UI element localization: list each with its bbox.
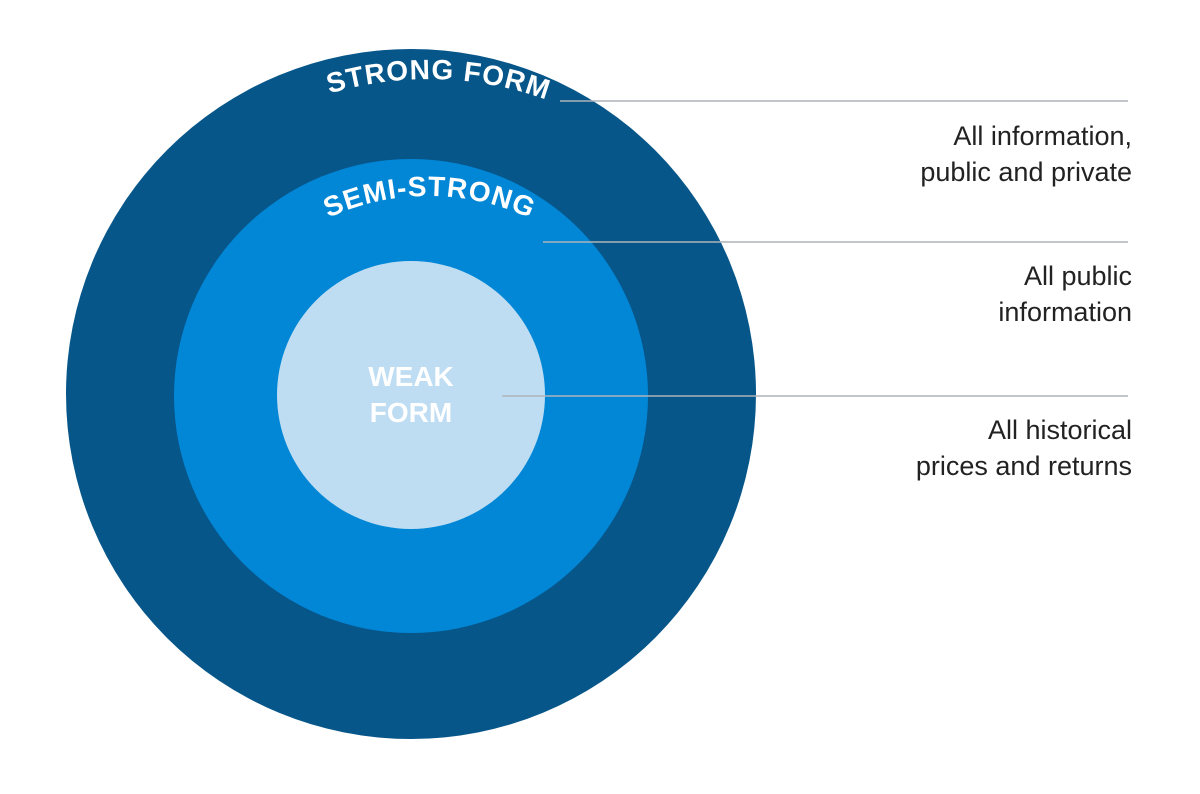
- description-line: public and private: [920, 157, 1132, 187]
- description-line: information: [998, 297, 1132, 327]
- weak-form-label-line1: WEAK: [368, 361, 454, 392]
- description-line: All public: [1023, 261, 1132, 291]
- strong-form-description: All information, public and private: [812, 118, 1132, 190]
- description-line: All information,: [953, 121, 1132, 151]
- weak-form-description: All historical prices and returns: [812, 412, 1132, 484]
- description-line: All historical: [987, 415, 1132, 445]
- weak-form-circle: [277, 261, 545, 529]
- description-line: prices and returns: [915, 451, 1132, 481]
- weak-form-label-line2: FORM: [370, 397, 452, 428]
- semi-strong-description: All public information: [812, 258, 1132, 330]
